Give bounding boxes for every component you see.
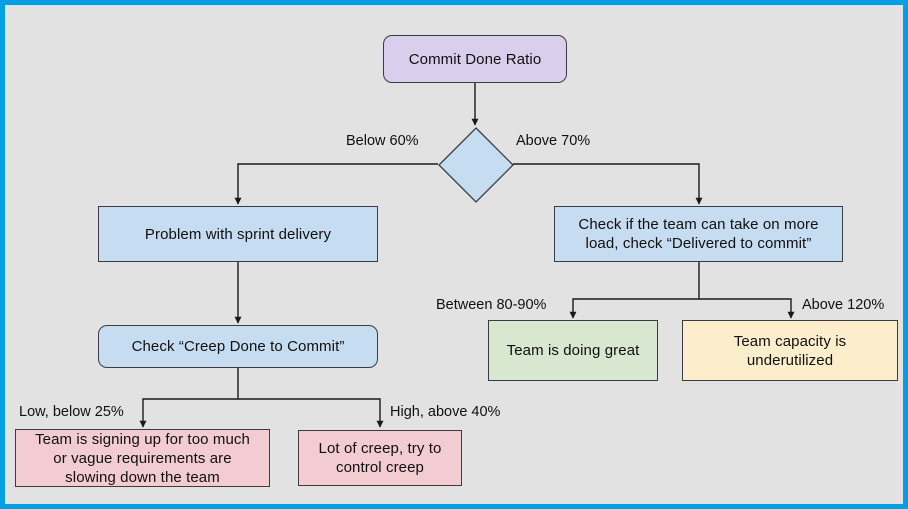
diamond-shape [438,127,514,203]
node-team-is-doing-great[interactable]: Team is doing great [488,320,658,381]
node-label: Problem with sprint delivery [144,225,332,243]
node-label-line1: Check if the team can take on more [578,216,819,233]
node-label: Team is doing great [506,342,640,359]
node-commit-done-ratio[interactable]: Commit Done Ratio [383,35,567,83]
decision-diamond[interactable] [438,127,514,203]
node-label: Check “Creep Done to Commit” [131,338,345,355]
edge-label-above-70: Above 70% [516,133,591,149]
node-label-line3: slowing down the team [65,468,220,486]
node-label-line1: Team capacity is [733,332,847,350]
edge-label-between-80-90: Between 80-90% [436,297,547,313]
node-problem-with-sprint-delivery[interactable]: Problem with sprint delivery [98,206,378,262]
edge-label-high-above-40: High, above 40% [390,404,501,420]
node-label-line2: or vague requirements are [53,449,232,467]
node-team-capacity-underutilized[interactable]: Team capacity is underutilized [682,320,898,381]
edge-check-creep-split-left [139,368,239,428]
edge-decision-to-check-load [513,163,703,205]
node-check-team-capacity-load[interactable]: Check if the team can take on more load,… [554,206,843,262]
edge-decision-to-problem [234,163,438,205]
node-lot-of-creep[interactable]: Lot of creep, try to control creep [298,430,462,486]
node-label-line2: load, check “Delivered to commit” [585,235,812,252]
node-label-line2: control creep [335,459,424,476]
node-label-line1: Team is signing up for too much [35,430,250,448]
node-label-line2: underutilized [746,351,834,369]
edge-label-low-below-25: Low, below 25% [19,404,124,420]
node-check-creep-done-to-commit[interactable]: Check “Creep Done to Commit” [98,325,378,368]
node-team-signing-up-too-much[interactable]: Team is signing up for too much or vague… [15,429,270,487]
node-label-line1: Lot of creep, try to [318,440,442,457]
edge-label-below-60: Below 60% [346,133,419,149]
edge-check-creep-split-right [238,398,384,428]
node-label: Commit Done Ratio [408,50,542,68]
edge-label-above-120: Above 120% [802,297,885,313]
edge-check-load-split [569,262,700,319]
edge-check-load-split-right [699,298,795,319]
